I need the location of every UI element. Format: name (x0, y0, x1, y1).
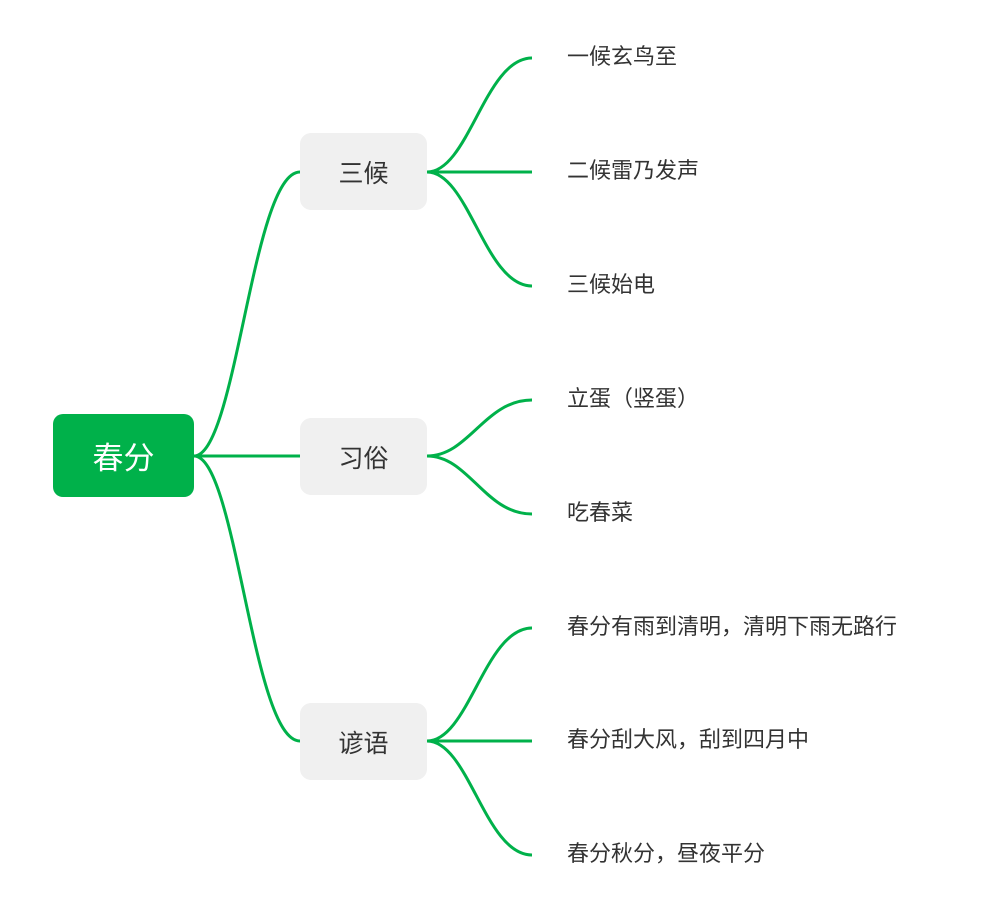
leaf-node[interactable]: 春分刮大风，刮到四月中 (567, 728, 810, 753)
branch-leaf-connector (426, 170, 533, 288)
branch-label: 习俗 (338, 443, 389, 473)
root-node[interactable]: 春分 (53, 414, 194, 497)
leaf-node[interactable]: 吃春菜 (567, 501, 634, 526)
branch-leaf-connector (426, 398, 533, 458)
root-branch-connector (193, 454, 301, 743)
leaf-node[interactable]: 三候始电 (567, 273, 656, 298)
branch-leaf-connector (426, 454, 533, 516)
branch-node-xisu[interactable]: 习俗 (300, 418, 427, 495)
leaf-node[interactable]: 春分有雨到清明，清明下雨无路行 (567, 615, 898, 640)
leaf-node[interactable]: 二候雷乃发声 (567, 159, 700, 184)
leaf-node[interactable]: 立蛋（竖蛋） (567, 387, 700, 412)
branch-node-sanhou[interactable]: 三候 (300, 133, 427, 210)
root-label: 春分 (92, 441, 155, 477)
leaf-node[interactable]: 一候玄鸟至 (567, 45, 678, 70)
branch-label: 三候 (338, 158, 389, 188)
branch-label: 谚语 (338, 728, 389, 758)
branch-leaf-connector (426, 739, 533, 857)
leaf-node[interactable]: 春分秋分，昼夜平分 (567, 842, 766, 867)
branch-leaf-connector (426, 56, 533, 174)
branch-node-yanyu[interactable]: 谚语 (300, 703, 427, 780)
root-branch-connector (193, 170, 301, 458)
branch-leaf-connector (426, 626, 533, 743)
